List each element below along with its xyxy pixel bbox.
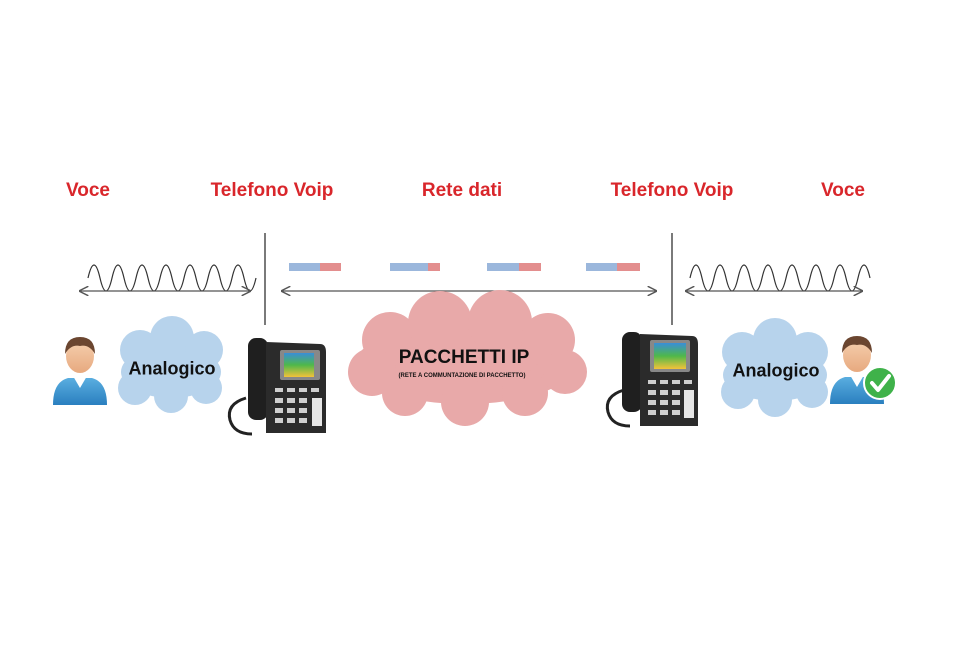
header-telefono-right: Telefono Voip — [610, 180, 734, 201]
analog-label-left: Analogico — [128, 358, 216, 379]
header-voce-right: Voce — [820, 180, 866, 201]
network-cloud-title: PACCHETTI IP — [398, 347, 530, 368]
data-packet-icon — [586, 263, 640, 271]
analog-cloud-left — [118, 316, 223, 413]
header-rete-dati: Rete dati — [421, 180, 503, 201]
sine-wave-icon — [689, 264, 871, 292]
voip-phone-icon — [605, 332, 698, 428]
header-voce-left: Voce — [65, 180, 111, 201]
data-packet-icon — [487, 263, 541, 271]
network-cloud-subtitle: (RETE A COMMUNTAZIONE DI PACCHETTO) — [398, 373, 526, 379]
analog-cloud-right — [721, 318, 828, 417]
voip-phone-icon — [227, 338, 326, 436]
user-icon — [53, 337, 107, 405]
network-cloud — [348, 290, 587, 426]
data-packet-icon — [289, 263, 341, 271]
header-telefono-left: Telefono Voip — [210, 180, 334, 201]
sine-wave-icon — [87, 264, 257, 292]
data-packet-icon — [390, 263, 440, 271]
analog-label-right: Analogico — [732, 360, 820, 381]
checkmark-icon — [863, 366, 897, 400]
